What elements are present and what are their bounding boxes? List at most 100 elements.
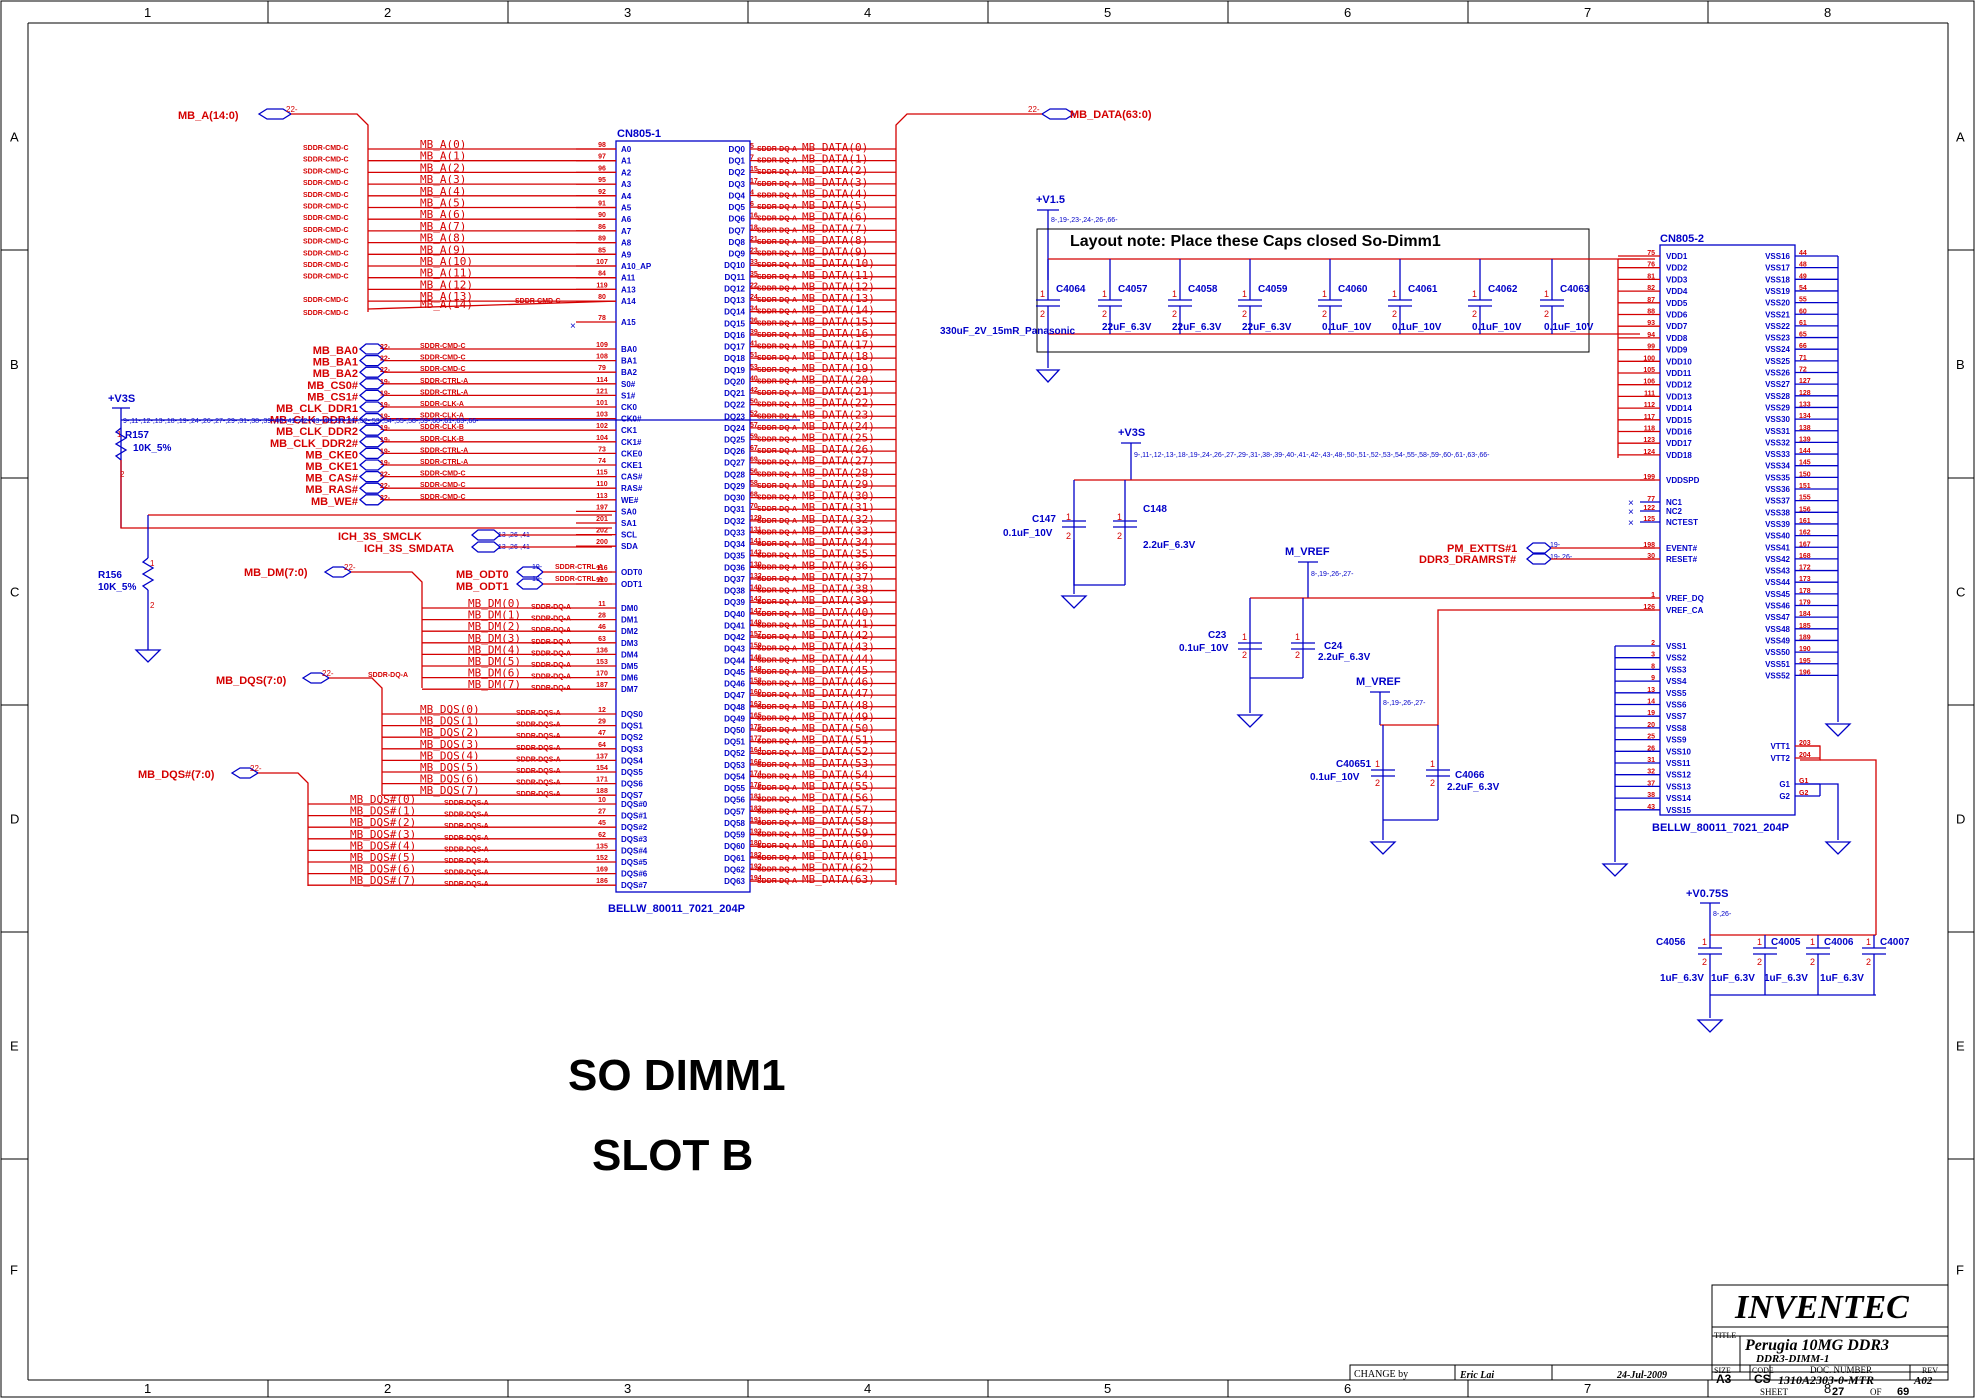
column-label: 3 [624, 1381, 631, 1396]
pin-name: DQ17 [724, 343, 745, 352]
data-net-class: SDDR-DQ-A [757, 169, 797, 176]
addr-net-class: SDDR-CMD-C [303, 310, 349, 317]
data-net-label: MB_DATA(54) [802, 768, 875, 781]
cap-val: 0.1uF_10V [1472, 322, 1522, 333]
column-label: 7 [1584, 1381, 1591, 1396]
ground-icon [1824, 723, 1852, 737]
pin-number: 191 [750, 817, 762, 824]
addr-net-label: MB_A(12) [420, 278, 473, 291]
pin-name: ODT1 [621, 580, 643, 589]
pin-name: VSS42 [1765, 555, 1790, 564]
pin-number: 131 [750, 526, 762, 533]
pin-name: G2 [1779, 792, 1790, 801]
pin-name: DQ32 [724, 517, 745, 526]
pin-number: 70 [750, 503, 758, 510]
sheet-number: 27 [1832, 1386, 1844, 1398]
dqs-net-label: MB_DQS(2) [420, 726, 480, 739]
dqsn-net-label: MB_DQS#(1) [350, 805, 416, 818]
pin-number: 203 [1799, 740, 1811, 747]
pin-number: 33 [750, 259, 758, 266]
dm-net-class: SDDR-DQ-A [531, 627, 571, 634]
row-label: C [1956, 585, 1965, 600]
pin-name: DM7 [621, 685, 638, 694]
pin-name: DQ13 [724, 296, 745, 305]
pin-number: 116 [596, 565, 607, 572]
pin-name: ODT0 [621, 568, 643, 577]
pin-number: 34 [750, 306, 758, 313]
event-reset-ports: PM_EXTTS#1 DDR3_DRAMRST# 19- 19-,26- [1419, 542, 1655, 566]
pin-number: 182 [750, 852, 762, 859]
cmd-net-class: SDDR-CTRL-A [420, 378, 468, 385]
cmd-port-name: MB_CLK_DDR1 [276, 403, 358, 415]
column-label: 4 [864, 1381, 871, 1396]
pin-number: 183 [750, 805, 762, 812]
pin-number: 47 [598, 730, 606, 737]
pin-number: 25 [1647, 734, 1655, 741]
pin-number: 189 [1799, 634, 1811, 641]
data-net-label: MB_DATA(37) [802, 571, 875, 584]
pin-number: 143 [750, 550, 762, 557]
pin-name: VSS4 [1666, 677, 1687, 686]
data-net-class: SDDR-DQ-A [757, 483, 797, 490]
pin-name: VTT1 [1770, 742, 1790, 751]
pin-name: DQ22 [724, 401, 745, 410]
pin-number: 51 [750, 352, 758, 359]
pin-name: DQ51 [724, 738, 745, 747]
v15-decoupling: +V1.5 8-,19-,23-,24-,26-,66- Layout note… [940, 194, 1640, 383]
cmd-net-class: SDDR-CMD-C [420, 366, 466, 373]
dqsn-net-class: SDDR-DQS-A [444, 835, 489, 842]
pin-name: VSS44 [1765, 578, 1790, 587]
data-net-class: SDDR-DQ-A [757, 773, 797, 780]
data-net-class: SDDR-DQ-A [757, 797, 797, 804]
data-net-label: MB_DATA(46) [802, 676, 875, 689]
pin-number: 38 [1647, 792, 1655, 799]
pin-name: DQ41 [724, 621, 745, 630]
pin-name: VSS33 [1765, 450, 1790, 459]
cap-pin1: 1 [1702, 937, 1707, 947]
doc-number-label: DOC. NUMBER [1810, 1365, 1872, 1375]
pin-number: 5 [750, 143, 754, 150]
pin-number: 107 [596, 259, 608, 266]
v3s-mid-ref: 9-,11-,12-,13-,18-,19-,24-,26-,27-,29-,3… [1134, 452, 1490, 459]
mvref2-name: M_VREF [1356, 676, 1401, 688]
data-net-class: SDDR-DQ-A [757, 564, 797, 571]
pin-name: DQ37 [724, 575, 745, 584]
pin-number: 172 [1799, 565, 1811, 572]
addr-net-class: SDDR-CMD-C [303, 239, 349, 246]
data-net-label: MB_DATA(31) [802, 501, 875, 514]
r156-resistor [141, 557, 155, 591]
pin-number: 155 [1799, 495, 1811, 502]
c23-pin1: 1 [1242, 632, 1247, 642]
pin-name: DQ18 [724, 354, 745, 363]
cmd-net-class: SDDR-CLK-B [420, 436, 464, 443]
pin-name: VDD6 [1666, 311, 1688, 320]
pin-name: VSS45 [1765, 590, 1790, 599]
pin-name: VSS39 [1765, 520, 1790, 529]
pin-number: 187 [596, 682, 608, 689]
row-label: A [10, 130, 19, 145]
data-net-class: SDDR-DQ-A [757, 192, 797, 199]
data-net-class: SDDR-DQ-A [757, 599, 797, 606]
pin-name: DQ8 [729, 238, 746, 247]
cmd-port-ref: 19- [380, 448, 391, 455]
pin-number: 26 [1647, 745, 1655, 752]
data-net-label: MB_DATA(61) [802, 850, 875, 863]
pin-name: DQ2 [729, 168, 746, 177]
pin-number: 80 [598, 294, 606, 301]
dm-net-class: SDDR-DQ-A [531, 650, 571, 657]
pin-name: DQ62 [724, 865, 745, 874]
pin-number: 95 [598, 177, 606, 184]
row-label: A [1956, 130, 1965, 145]
pin-name: CAS# [621, 473, 643, 482]
data-net-label: MB_DATA(40) [802, 606, 875, 619]
pin-number: 175 [750, 724, 762, 731]
pin-name: VSS6 [1666, 701, 1687, 710]
c40651-pin2: 2 [1375, 778, 1380, 788]
cap-val: 22uF_6.3V [1102, 322, 1152, 333]
data-net-class: SDDR-DQ-A [757, 866, 797, 873]
row-label: C [10, 585, 19, 600]
